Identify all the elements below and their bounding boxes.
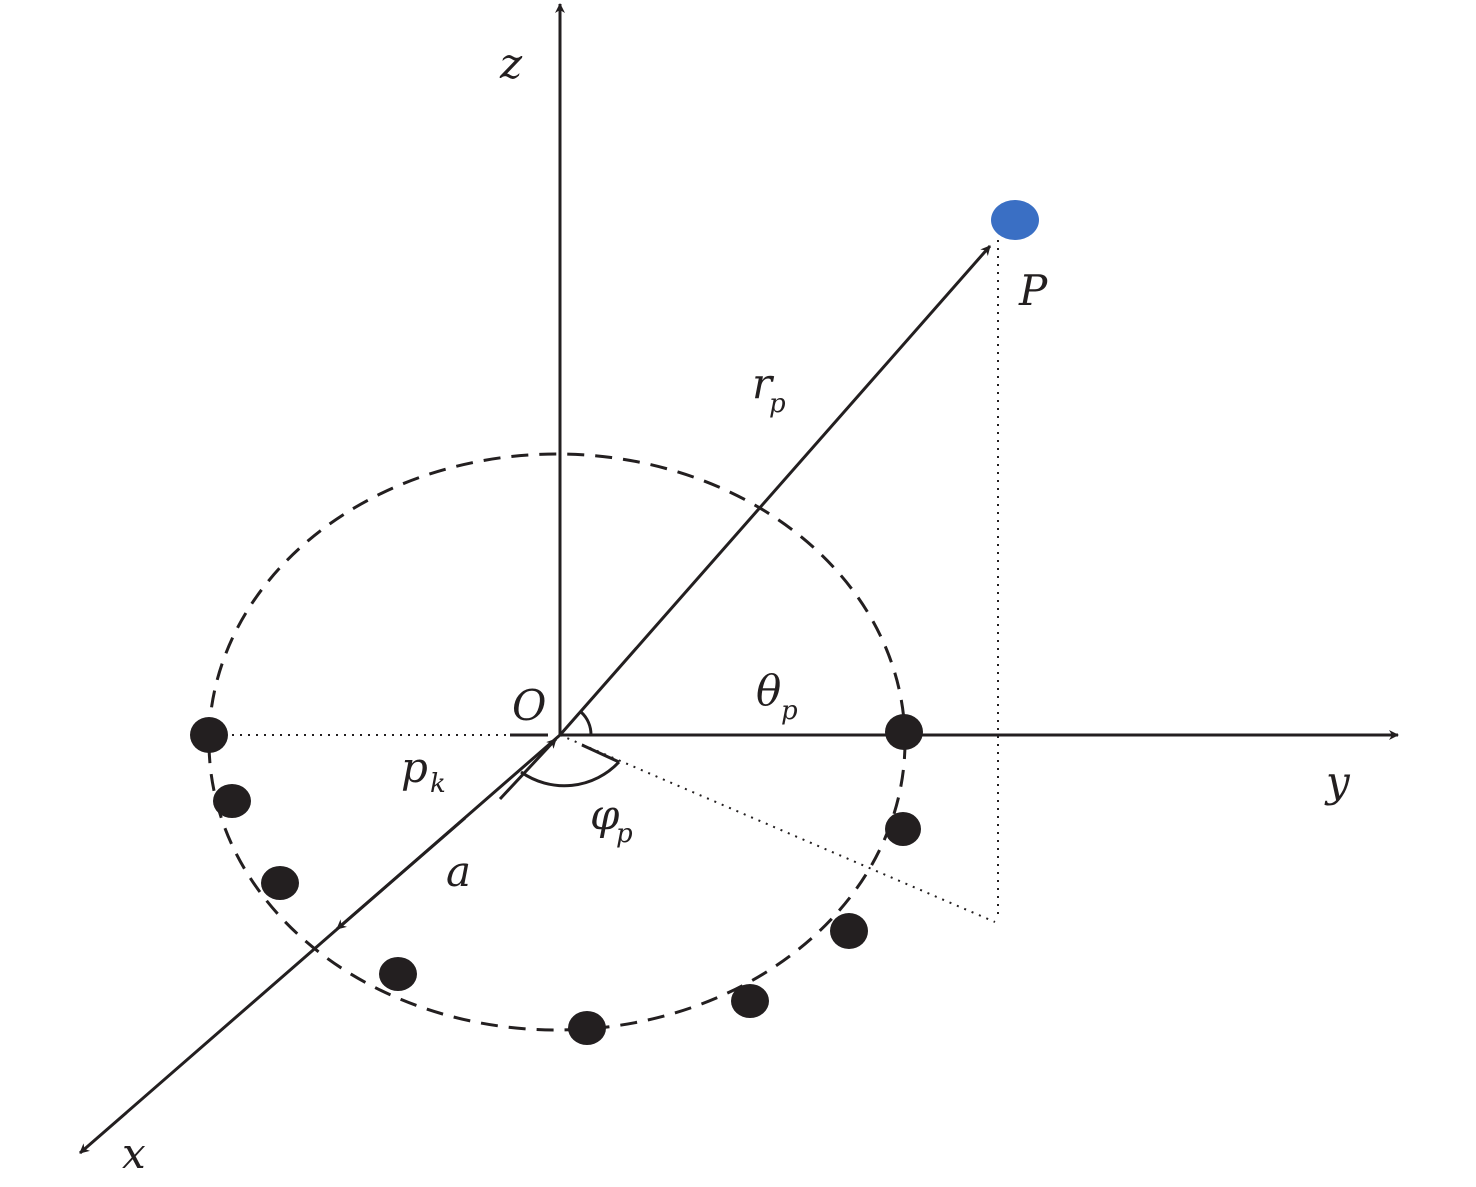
phi-arc-tick <box>581 743 620 764</box>
array-element <box>885 714 923 750</box>
array-element <box>568 1011 606 1045</box>
array-elements <box>190 714 923 1045</box>
point-label: P <box>1018 266 1048 315</box>
array-element <box>379 957 417 991</box>
radius-label-subscript: p <box>769 389 786 419</box>
origin-label: O <box>512 681 546 730</box>
array-circle <box>207 452 907 1032</box>
theta-angle-arc <box>579 710 593 736</box>
array-element <box>731 984 769 1018</box>
radius-label: r <box>752 359 775 408</box>
array-radius-vector <box>336 816 466 931</box>
array-element <box>830 913 868 949</box>
array-element <box>885 812 921 846</box>
phi-label: φ <box>590 790 620 839</box>
array-element <box>190 717 228 753</box>
theta-label-subscript: p <box>781 696 798 726</box>
observation-point <box>991 200 1039 240</box>
element-label-subscript: k <box>430 769 446 799</box>
array-radius-label: a <box>446 847 471 896</box>
element-vector <box>498 737 558 801</box>
array-element <box>261 866 299 900</box>
phi-angle-arc <box>520 760 621 788</box>
array-element <box>213 784 251 818</box>
element-label: p <box>401 743 428 792</box>
theta-label: θ <box>756 666 781 715</box>
radius-vector <box>558 245 992 736</box>
x-axis <box>79 733 561 1155</box>
z-axis-label: z <box>499 39 523 88</box>
x-axis-label: x <box>122 1129 146 1178</box>
y-axis-label: y <box>1324 757 1351 806</box>
phi-label-subscript: p <box>616 819 633 849</box>
